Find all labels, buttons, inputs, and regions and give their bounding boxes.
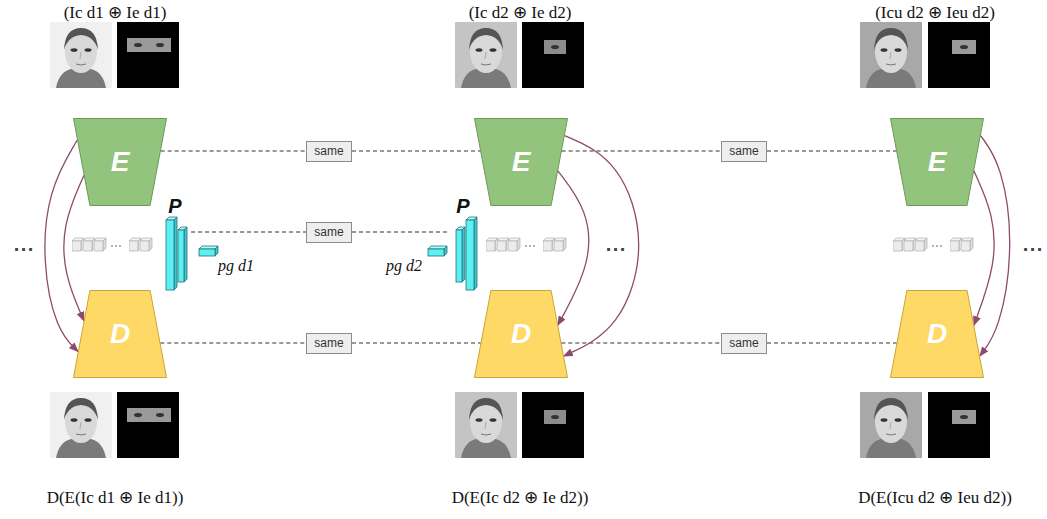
block-letter: D — [110, 320, 130, 348]
block-letter: D — [511, 320, 531, 348]
tag-text: same — [314, 336, 343, 350]
block-letter: E — [111, 148, 130, 176]
label-holder: D(E(Ic d2 ⊕ Ie d2)) — [452, 487, 589, 508]
curved-arrow — [974, 171, 994, 325]
shared-weights-tag: same — [306, 333, 352, 354]
curved-arrow — [64, 175, 84, 321]
projector-layers — [428, 217, 477, 290]
shared-weights-tag: same — [306, 222, 352, 243]
label-holder: D(E(Icu d2 ⊕ Ieu d2)) — [858, 487, 1012, 508]
label-holder: ... — [1022, 236, 1043, 255]
tag-text: same — [314, 225, 343, 239]
formula-label: D(E(Ic d1 ⊕ Ie d1)) — [47, 488, 184, 507]
shared-weights-tag: same — [721, 333, 767, 354]
label-holder: ... — [13, 236, 34, 255]
shared-weights-link — [561, 343, 721, 344]
trapezoid-outline — [74, 291, 167, 378]
formula-label: (Ic d1 ⊕ Ie d1) — [64, 3, 167, 22]
shared-weights-link — [352, 343, 481, 344]
block-letter: E — [928, 148, 947, 176]
tag-text: same — [314, 144, 343, 158]
ellipsis-mark: ... — [13, 236, 34, 255]
shared-weights-tag: same — [306, 141, 352, 162]
label-holder: (Ic d2 ⊕ Ie d2) — [469, 2, 572, 23]
label-holder: D(E(Ic d1 ⊕ Ie d1)) — [47, 487, 184, 508]
output-label: pg d1 — [218, 257, 254, 274]
block-letter: P — [168, 196, 181, 216]
shared-weights-link — [767, 151, 896, 152]
trapezoid-outline — [475, 119, 568, 206]
shared-weights-link — [352, 151, 480, 152]
formula-label: (Ic d2 ⊕ Ie d2) — [469, 3, 572, 22]
encoder-block: E — [73, 118, 167, 206]
output-label: pg d2 — [386, 257, 422, 274]
shared-weights-link — [161, 151, 306, 152]
trapezoid-outline — [74, 119, 167, 206]
ellipsis-mark: ... — [1022, 236, 1043, 255]
curved-arrow — [558, 171, 589, 325]
decoder-block: D — [474, 290, 568, 378]
decoder-block: D — [73, 290, 167, 378]
input-images — [50, 22, 990, 88]
tag-text: same — [729, 336, 758, 350]
encoder-block: E — [890, 118, 984, 206]
curved-arrow — [564, 136, 639, 356]
trapezoid-outline — [891, 291, 984, 378]
shared-weights-link — [160, 343, 306, 344]
curved-arrow — [45, 140, 78, 352]
label-holder: pg d1 — [218, 257, 254, 275]
shared-weights-link — [191, 232, 306, 233]
shared-weights-link — [767, 343, 897, 344]
block-letter: P — [456, 196, 469, 216]
label-holder: (Ic d1 ⊕ Ie d1) — [64, 2, 167, 23]
label-holder: (Icu d2 ⊕ Ieu d2) — [875, 2, 995, 23]
block-letter: E — [512, 148, 531, 176]
block-letter: D — [927, 320, 947, 348]
formula-label: D(E(Icu d2 ⊕ Ieu d2)) — [858, 488, 1012, 507]
tag-text: same — [729, 144, 758, 158]
trapezoid-outline — [475, 291, 568, 378]
formula-label: D(E(Ic d2 ⊕ Ie d2)) — [452, 488, 589, 507]
shared-weights-tag: same — [721, 141, 767, 162]
encoder-block: E — [474, 118, 568, 206]
projector-layers — [166, 217, 218, 290]
shared-weights-link — [352, 232, 447, 233]
projector-block: P — [159, 196, 191, 292]
label-holder: ... — [605, 236, 626, 255]
label-holder: pg d2 — [386, 257, 422, 275]
shared-weights-link — [562, 151, 721, 152]
trapezoid-outline — [891, 119, 984, 206]
projector-block: P — [447, 196, 479, 292]
decoder-block: D — [890, 290, 984, 378]
formula-label: (Icu d2 ⊕ Ieu d2) — [875, 3, 995, 22]
ellipsis-mark: ... — [605, 236, 626, 255]
output-images — [50, 392, 990, 458]
